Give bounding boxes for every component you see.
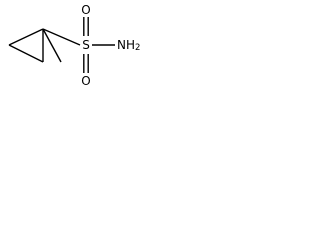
amine-group-label: NH2 (117, 38, 140, 53)
sulfur-oxygen-bottom-double-bond (83, 54, 89, 73)
cyclopropane-ring (8, 28, 44, 63)
oxygen-bottom-atom-label: O (81, 74, 90, 88)
methyl-bond (42, 28, 62, 63)
amine-subscript-text: 2 (135, 43, 140, 53)
ring-bond-bottom (8, 44, 44, 63)
structural-formula: S O O NH2 (8, 3, 140, 88)
carbon-sulfur-bond (42, 28, 81, 46)
sulfur-atom-label: S (82, 38, 90, 52)
amine-main-text: NH (117, 38, 135, 52)
ring-bond-top (8, 28, 44, 46)
sulfur-oxygen-top-double-bond (83, 17, 89, 36)
oxygen-top-atom-label: O (81, 3, 90, 17)
